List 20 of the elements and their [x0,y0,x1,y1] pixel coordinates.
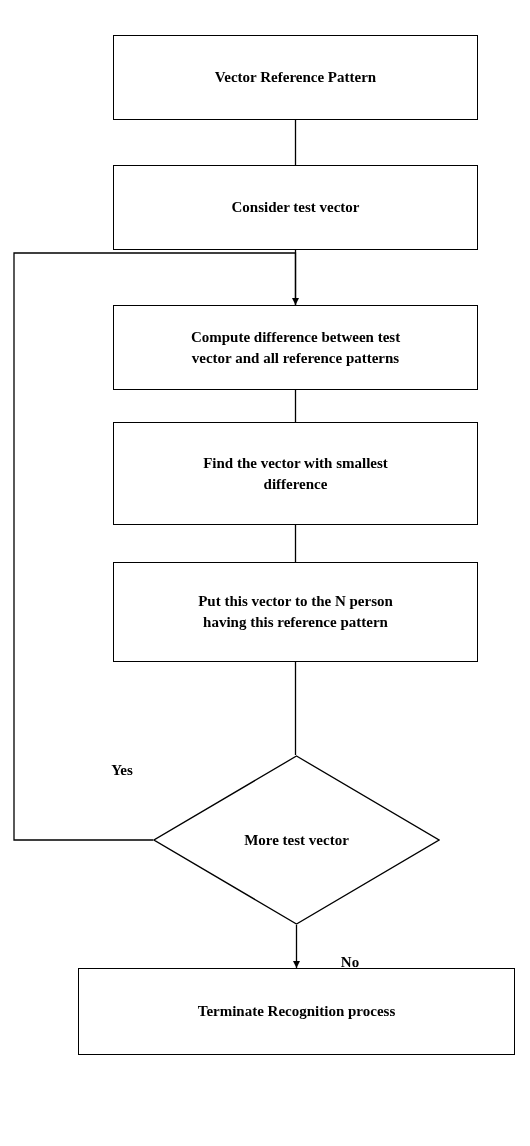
node-text: Consider test vector [231,198,360,218]
node-text: Put this vector to the N person having this reference pattern [197,592,394,632]
arrow [13,252,299,841]
process-box [113,35,478,120]
process-box [113,562,478,662]
node-text: More test vector [244,830,349,850]
connector-line [294,524,297,563]
connector-line [294,661,297,756]
connector-line [294,119,297,166]
process-box [78,968,515,1055]
process-box [113,305,478,390]
arrow [293,924,300,969]
node-text: Terminate Recognition process [197,1002,396,1022]
process-box [113,422,478,525]
node-text: Compute difference between test vector and all reference patterns [189,327,402,368]
decision-diamond [153,755,440,925]
process-box [113,165,478,250]
node-text: Find the vector with smallest difference [202,453,389,494]
node-text: Vector Reference Pattern [214,68,377,88]
connector-line [294,389,297,423]
